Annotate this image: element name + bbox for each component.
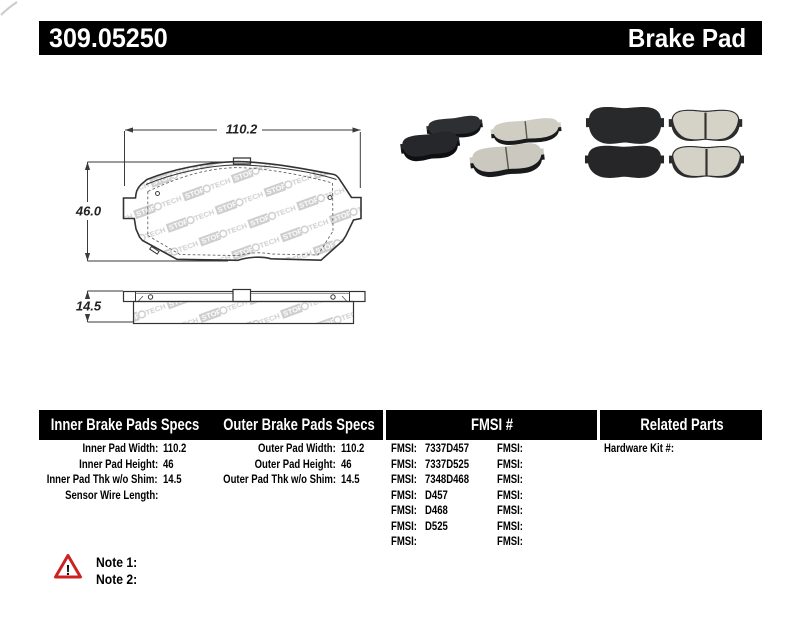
svg-text:46.0: 46.0 [75,204,102,219]
svg-text:110.2: 110.2 [226,122,258,137]
svg-text:!: ! [66,562,71,579]
svg-text:14.5: 14.5 [76,299,102,314]
